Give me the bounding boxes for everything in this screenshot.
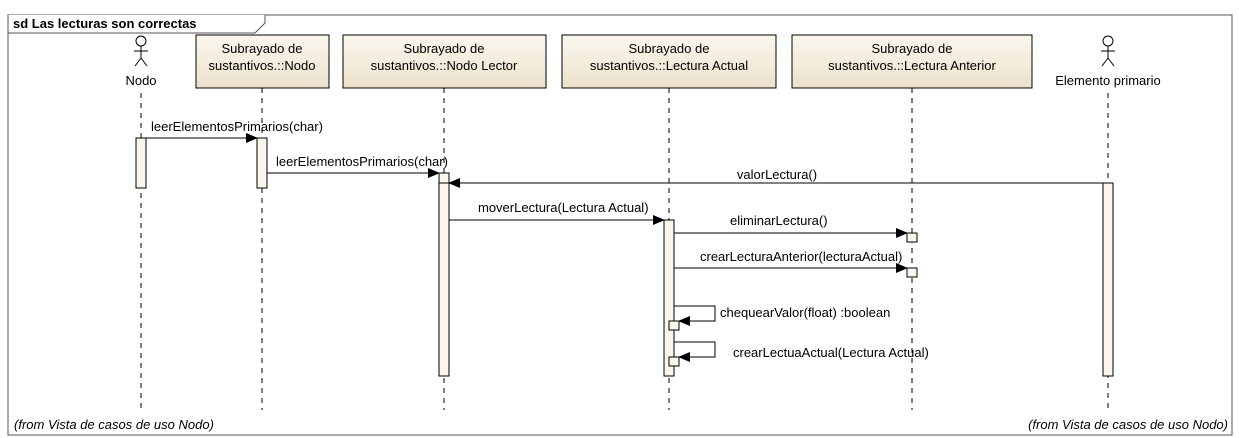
lifeline-box-lectura-anterior-line1: Subrayado de: [872, 41, 953, 56]
lifeline-box-lectura-anterior-line2: sustantivos.::Lectura Anterior: [828, 58, 996, 73]
note-right: (from Vista de casos de uso Nodo): [1028, 417, 1228, 432]
message-label-3: valorLectura(): [737, 167, 817, 182]
lifeline-box-lectura-anterior[interactable]: Subrayado de sustantivos.::Lectura Anter…: [791, 34, 1033, 89]
message-label-6: crearLecturaAnterior(lecturaActual): [700, 249, 902, 264]
lifeline-box-nodo-line1: Subrayado de: [222, 41, 303, 56]
activation-nodo-lector-small: [438, 172, 450, 184]
message-label-5: eliminarLectura(): [730, 213, 828, 228]
lifeline-box-nodo-lector-line2: sustantivos.::Nodo Lector: [371, 58, 518, 73]
activation-nodo-actor: [135, 137, 147, 189]
lifeline-box-nodo-line2: sustantivos.::Nodo: [209, 58, 316, 73]
message-arrow-8-self: [674, 341, 716, 362]
lifeline-box-lectura-actual[interactable]: Subrayado de sustantivos.::Lectura Actua…: [561, 34, 777, 89]
message-arrow-7-self: [674, 305, 716, 326]
actor-icon-right: [1101, 35, 1115, 67]
lifeline-box-lectura-actual-line1: Subrayado de: [629, 41, 710, 56]
activation-lectura-actual: [663, 219, 675, 377]
activation-elemento-primario: [1102, 182, 1114, 377]
actor-name-right: Elemento primario: [1055, 73, 1161, 88]
activation-nodo-lector: [438, 172, 450, 377]
message-label-1: leerElementosPrimarios(char): [151, 119, 323, 134]
message-label-8: crearLectuaActual(Lectura Actual): [733, 345, 929, 360]
actor-icon-left: [134, 35, 148, 67]
message-label-4: moverLectura(Lectura Actual): [478, 200, 649, 215]
lifeline-box-nodo[interactable]: Subrayado de sustantivos.::Nodo: [195, 34, 330, 89]
lifeline-box-nodo-lector[interactable]: Subrayado de sustantivos.::Nodo Lector: [342, 34, 547, 89]
lifeline-box-nodo-lector-line1: Subrayado de: [404, 41, 485, 56]
actor-name-left: Nodo: [125, 73, 156, 88]
activation-self-2: [668, 356, 680, 367]
lifeline-box-lectura-actual-line2: sustantivos.::Lectura Actual: [590, 58, 748, 73]
frame-title-tab: [7, 15, 266, 34]
activation-nodo: [256, 137, 268, 189]
activation-lectura-anterior-1: [906, 232, 918, 243]
message-label-7: chequearValor(float) :boolean: [720, 305, 890, 320]
frame-title: sd Las lecturas son correctas: [13, 16, 197, 31]
note-left: (from Vista de casos de uso Nodo): [14, 417, 214, 432]
activation-lectura-anterior-2: [906, 267, 918, 278]
activation-self-1: [668, 320, 680, 331]
message-label-2: leerElementosPrimarios(char): [276, 154, 448, 169]
